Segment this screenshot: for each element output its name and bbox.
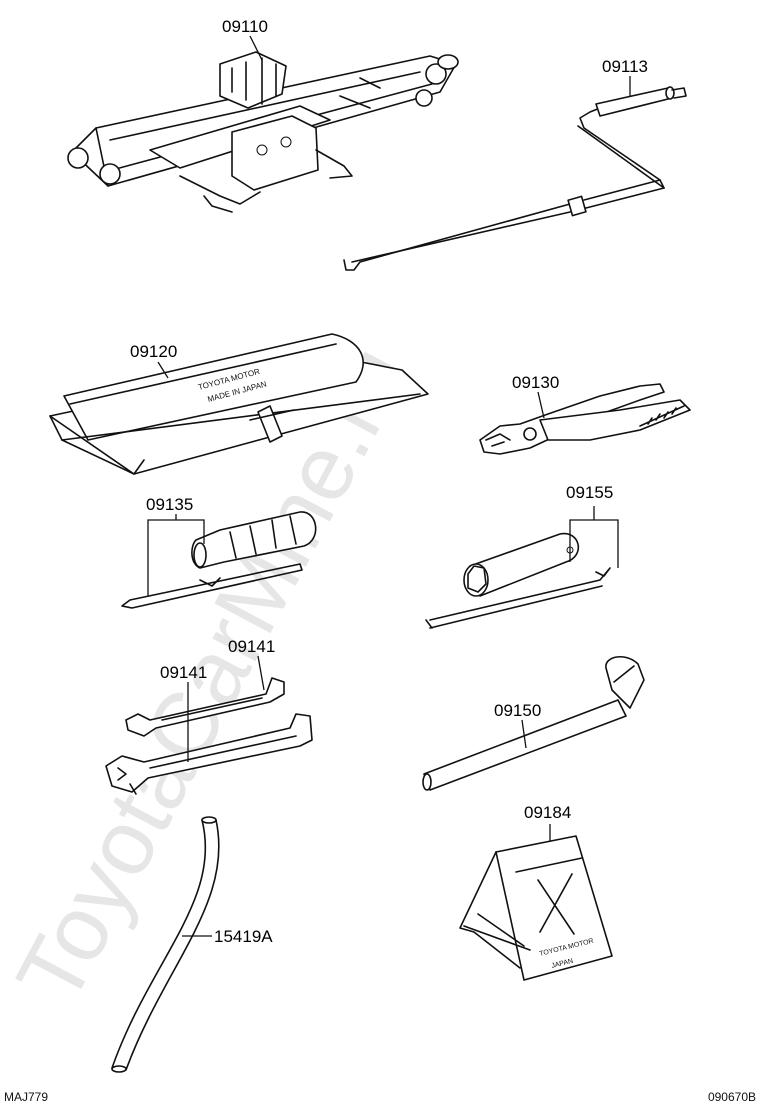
hose-drawing <box>111 816 220 1073</box>
part-number-09135: 09135 <box>146 495 193 514</box>
tool-bag-drawing: TOYOTA MOTOR MADE IN JAPAN <box>49 333 429 475</box>
part-number-09155: 09155 <box>566 483 613 502</box>
part-number-15419A: 15419A <box>214 927 273 946</box>
part-number-09130: 09130 <box>512 373 559 392</box>
pliers-drawing <box>479 383 691 455</box>
part-number-09141-lower: 09141 <box>160 663 207 682</box>
part-number-09110: 09110 <box>222 17 268 36</box>
diagram-code-left: MAJ779 <box>4 1090 49 1104</box>
lug-wrench-drawing <box>422 656 645 791</box>
wrenches-drawing <box>105 677 313 795</box>
diagram-code-right: 090670B <box>707 1090 756 1104</box>
plug-wrench-drawing <box>425 532 611 629</box>
part-number-09141-upper: 09141 <box>228 637 275 656</box>
part-number-09184: 09184 <box>524 803 571 822</box>
jack-drawing <box>67 51 459 213</box>
wheel-chock-drawing: TOYOTA MOTOR JAPAN <box>459 835 613 981</box>
screwdriver-drawing <box>121 511 317 609</box>
part-number-09150: 09150 <box>494 701 541 720</box>
jack-handle-drawing <box>343 86 687 271</box>
part-number-09113: 09113 <box>602 57 648 76</box>
part-number-09120: 09120 <box>130 342 177 361</box>
